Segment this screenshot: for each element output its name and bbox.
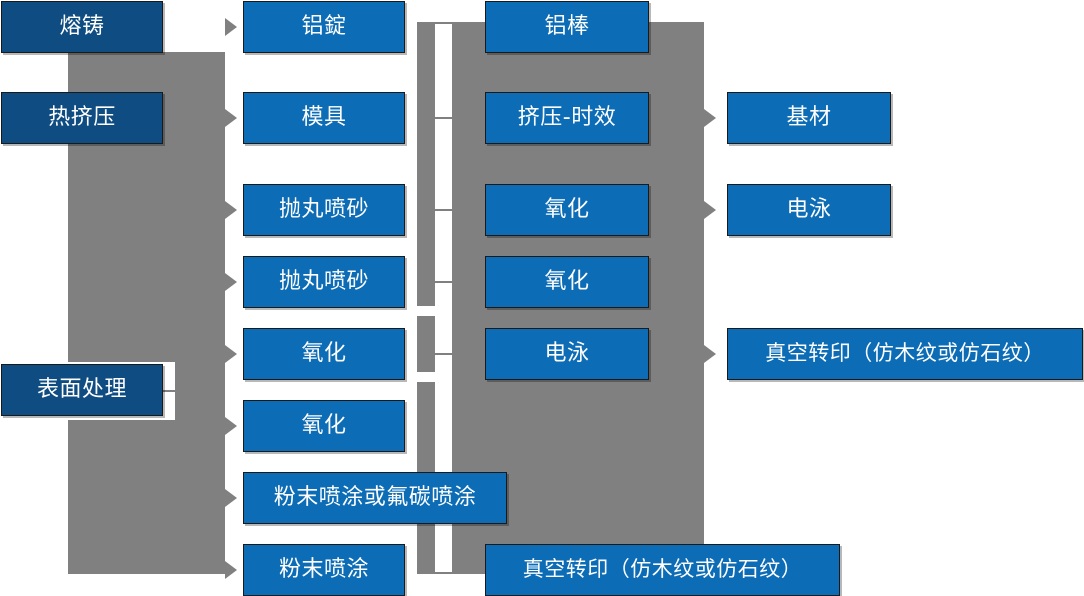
arrow-to-step3-3 <box>704 345 716 363</box>
step2-box-oxidation-2[interactable]: 氧化 <box>485 256 649 308</box>
bracket-channel <box>435 22 452 574</box>
step2-box-vacuum-transfer-printing[interactable]: 真空转印（仿木纹或仿石纹） <box>485 544 840 596</box>
step3-box-substrate[interactable]: 基材 <box>727 92 891 144</box>
arrow-to-step1-4 <box>225 273 237 291</box>
arrow-to-step1-1 <box>225 18 237 36</box>
stage-box-melt-cast[interactable]: 熔铸 <box>1 1 163 53</box>
step2-label: 真空转印（仿木纹或仿石纹） <box>522 557 803 582</box>
step3-label: 电泳 <box>786 196 832 222</box>
step1-box-shot-blasting-2[interactable]: 抛丸喷砂 <box>243 256 405 308</box>
arrow-to-step3-1 <box>704 109 716 127</box>
arrow-down-to-surface <box>69 330 87 341</box>
arrow-to-step1-7 <box>225 489 237 507</box>
step1-label: 氧化 <box>301 340 347 366</box>
step1-label: 抛丸喷砂 <box>278 268 369 294</box>
step1-label: 粉末喷涂或氟碳喷涂 <box>273 484 477 510</box>
step1-label: 粉末喷涂 <box>278 556 369 582</box>
stage-label: 表面处理 <box>36 376 127 402</box>
connector-notch-left-upper <box>0 52 68 88</box>
step3-label: 真空转印（仿木纹或仿石纹） <box>765 341 1045 366</box>
bracket-tick-1 <box>435 22 452 24</box>
step1-label: 模具 <box>301 104 347 130</box>
bracket-tick-3 <box>435 209 452 211</box>
connector-bracket-step1-step2 <box>417 22 435 574</box>
step3-box-vacuum-transfer-printing[interactable]: 真空转印（仿木纹或仿石纹） <box>727 328 1083 380</box>
step3-label: 基材 <box>786 104 832 130</box>
stage-label: 熔铸 <box>59 13 105 39</box>
bracket-slit-2 <box>417 372 435 382</box>
stage-label: 热挤压 <box>48 104 116 130</box>
stage-box-surface-treatment[interactable]: 表面处理 <box>1 364 163 416</box>
step2-box-electrophoresis[interactable]: 电泳 <box>485 328 649 380</box>
step1-box-powder-or-fluorocarbon-coating[interactable]: 粉末喷涂或氟碳喷涂 <box>243 472 507 524</box>
step1-box-ingot[interactable]: 铝錠 <box>243 1 405 53</box>
step3-box-electrophoresis[interactable]: 电泳 <box>727 184 891 236</box>
stub-line-surface <box>163 390 187 392</box>
step1-box-shot-blasting-1[interactable]: 抛丸喷砂 <box>243 184 405 236</box>
step2-label: 氧化 <box>544 196 590 222</box>
step1-label: 铝錠 <box>301 13 347 39</box>
step1-box-mold[interactable]: 模具 <box>243 92 405 144</box>
bracket-tick-4 <box>435 281 452 283</box>
step1-box-powder-coating[interactable]: 粉末喷涂 <box>243 544 405 596</box>
step2-label: 铝棒 <box>544 13 590 39</box>
step1-label: 氧化 <box>301 412 347 438</box>
step2-label: 挤压-时效 <box>517 104 617 130</box>
step1-box-oxidation-1[interactable]: 氧化 <box>243 328 405 380</box>
arrow-to-step1-8 <box>225 561 237 579</box>
step2-label: 电泳 <box>544 340 590 366</box>
bracket-slit-1 <box>417 306 435 316</box>
step2-box-extrusion-aging[interactable]: 挤压-时效 <box>485 92 649 144</box>
arrow-to-step1-5 <box>225 345 237 363</box>
step2-box-oxidation-1[interactable]: 氧化 <box>485 184 649 236</box>
step2-box-aluminum-bar[interactable]: 铝棒 <box>485 1 649 53</box>
arrow-to-step1-2 <box>225 109 237 127</box>
step1-label: 抛丸喷砂 <box>278 196 369 222</box>
bracket-tick-2 <box>435 117 452 119</box>
arrow-to-step1-6 <box>225 417 237 435</box>
stage-box-hot-extrude[interactable]: 热挤压 <box>1 92 163 144</box>
step1-box-oxidation-2[interactable]: 氧化 <box>243 400 405 452</box>
arrow-to-step3-2 <box>704 201 716 219</box>
arrow-to-step1-3 <box>225 201 237 219</box>
step2-label: 氧化 <box>544 268 590 294</box>
arrow-down-melt-to-extrude <box>69 72 87 83</box>
bracket-tick-6 <box>435 572 452 574</box>
bracket-tick-5 <box>435 353 452 355</box>
